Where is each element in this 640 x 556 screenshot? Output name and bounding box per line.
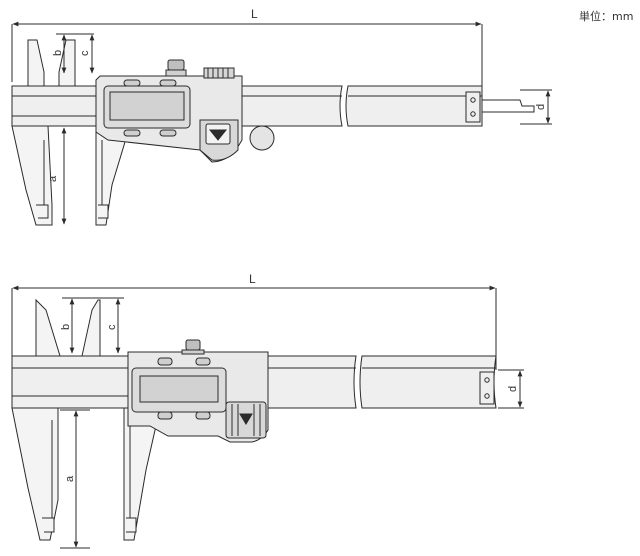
label-c-2: c bbox=[106, 324, 118, 330]
label-a-1: a bbox=[47, 175, 59, 182]
lower-jaws-2 bbox=[11, 407, 161, 541]
thumb-roller-1 bbox=[249, 125, 275, 151]
upper-jaws-2 bbox=[35, 298, 101, 369]
caliper-2 bbox=[11, 285, 524, 549]
dimension-L-1 bbox=[11, 21, 483, 86]
upper-jaws-1 bbox=[27, 39, 76, 87]
label-b-1: b bbox=[52, 50, 64, 56]
dimension-d-1 bbox=[520, 89, 552, 125]
dimension-d-2 bbox=[498, 369, 524, 409]
lower-jaws-1 bbox=[11, 125, 129, 226]
label-a-2: a bbox=[64, 475, 76, 482]
caliper-1 bbox=[11, 21, 552, 226]
slider-1 bbox=[95, 59, 243, 163]
depth-bar-1 bbox=[482, 99, 535, 113]
main-beam-1 bbox=[11, 85, 483, 127]
label-b-2: b bbox=[60, 324, 72, 330]
slider-2 bbox=[127, 339, 269, 443]
label-c-1: c bbox=[79, 50, 91, 56]
unit-note: 単位：mm bbox=[579, 10, 634, 23]
label-d-2: d bbox=[507, 386, 519, 392]
label-L-2: L bbox=[249, 272, 256, 286]
label-d-1: d bbox=[535, 104, 547, 110]
dimension-c-2 bbox=[92, 297, 124, 354]
label-L-1: L bbox=[251, 7, 258, 21]
dimension-c-1 bbox=[76, 33, 95, 74]
dimension-a-2 bbox=[60, 409, 90, 549]
